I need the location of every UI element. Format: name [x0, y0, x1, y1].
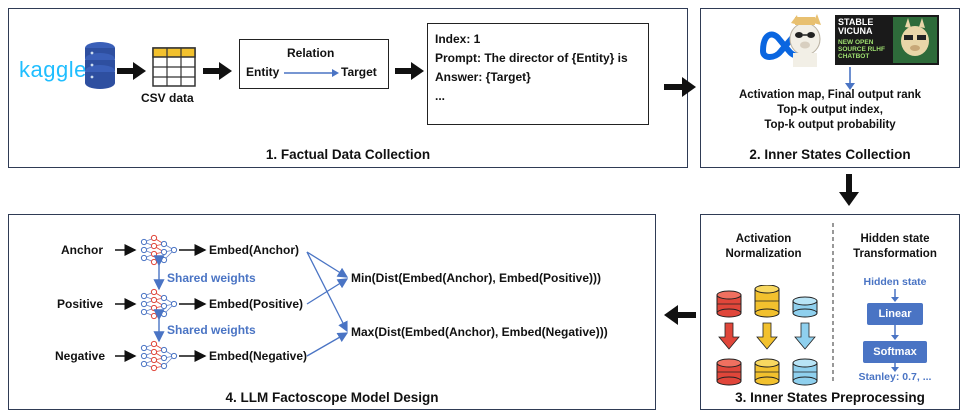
prompt-box: Index: 1 Prompt: The director of {Entity…: [427, 23, 649, 125]
down-arrow-icon: [891, 325, 899, 340]
neural-net-icon: [140, 234, 178, 266]
chatbot-line-2: SOURCE RLHF: [838, 46, 885, 53]
relation-arrow-icon: [284, 69, 339, 77]
softmax-result-label: Stanley: 0.7, ...: [858, 371, 932, 383]
panel3-caption: 3. Inner States Preprocessing: [735, 390, 925, 405]
relation-box: Relation Entity Target: [239, 39, 389, 89]
stable-vicuna-line-2: VICUNA: [838, 26, 873, 36]
panel-inner-states-collection: STABLE VICUNA NEW OPEN SOURCE RLHF CHATB…: [700, 8, 960, 168]
database-icon: [85, 42, 115, 89]
hidden-state-label: Hidden state: [863, 276, 927, 288]
linear-block: Linear: [867, 303, 923, 325]
chatbot-line-3: CHATBOT: [838, 53, 870, 60]
database-icon: [716, 290, 742, 318]
shared-weights-label-bottom: Shared weights: [167, 323, 256, 337]
neural-net-icon: [140, 288, 178, 320]
softmax-block: Softmax: [863, 341, 927, 363]
panel2-caption: 2. Inner States Collection: [749, 147, 911, 162]
panel-factual-data-collection: kaggle CSV data Relation Entity Tar: [8, 8, 688, 168]
panel1-caption: 1. Factual Data Collection: [265, 147, 431, 162]
database-icon: [754, 285, 780, 318]
kaggle-logo: kaggle: [19, 57, 87, 82]
output-line-3: Top-k output probability: [764, 119, 896, 131]
down-arrow-icon: [891, 363, 899, 372]
prompt-line-answer: Answer: {Target}: [435, 70, 531, 84]
vicuna-icon: [893, 17, 937, 63]
max-formula: Max(Dist(Embed(Anchor), Embed(Negative))…: [351, 325, 608, 339]
negative-label: Negative: [55, 349, 106, 363]
neural-net-icon: [140, 340, 178, 372]
activation-title-1: Activation: [735, 233, 792, 245]
database-icon: [792, 296, 818, 318]
siamese-network-diagram: [115, 234, 349, 372]
llama-icon: [789, 14, 821, 67]
csv-table-icon: [152, 47, 196, 87]
positive-label: Positive: [57, 297, 104, 311]
anchor-label: Anchor: [61, 243, 103, 257]
activation-title-2: Normalization: [725, 248, 802, 260]
prompt-line-ellipsis: ...: [435, 89, 446, 103]
stable-vicuna-line-1: STABLE: [838, 17, 874, 27]
panel4-caption: 4. LLM Factoscope Model Design: [225, 390, 439, 405]
down-arrow-icon: [845, 67, 855, 90]
prompt-line-index: Index: 1: [435, 32, 481, 46]
chatbot-line-1: NEW OPEN: [838, 39, 874, 46]
output-line-2: Top-k output index,: [777, 104, 883, 116]
activation-normalization-graphic: [716, 285, 818, 386]
panel-inner-states-preprocessing: Activation Normalization Hidden state Tr…: [700, 214, 960, 410]
stable-vicuna-logo: STABLE VICUNA NEW OPEN SOURCE RLHF CHATB…: [835, 15, 939, 65]
arrow-icon: [203, 62, 232, 80]
database-icon: [754, 358, 780, 386]
target-label: Target: [341, 65, 377, 79]
embed-anchor-label: Embed(Anchor): [209, 243, 299, 257]
arrow-icon: [839, 174, 859, 206]
dashed-separator: [832, 223, 834, 383]
arrow-icon: [117, 62, 146, 80]
arrow-icon: [395, 62, 424, 80]
prompt-line-prompt: Prompt: The director of {Entity} is: [435, 51, 628, 65]
panel-llm-factoscope-model-design: Anchor Positive Negative Embed(Anchor) E…: [8, 214, 656, 410]
hidden-title-1: Hidden state: [860, 233, 930, 245]
down-arrow-icon: [891, 289, 899, 302]
database-icon: [792, 358, 818, 386]
arrow-icon: [664, 77, 696, 97]
database-icon: [716, 358, 742, 386]
hidden-title-2: Transformation: [853, 248, 937, 260]
shared-weights-label-top: Shared weights: [167, 271, 256, 285]
embed-positive-label: Embed(Positive): [209, 297, 304, 311]
csv-data-label: CSV data: [141, 91, 194, 105]
relation-label: Relation: [287, 46, 335, 60]
embed-negative-label: Embed(Negative): [209, 349, 308, 363]
entity-label: Entity: [246, 65, 280, 79]
min-formula: Min(Dist(Embed(Anchor), Embed(Positive))…: [351, 271, 602, 285]
output-line-1: Activation map, Final output rank: [738, 89, 922, 101]
arrow-icon: [664, 305, 696, 325]
